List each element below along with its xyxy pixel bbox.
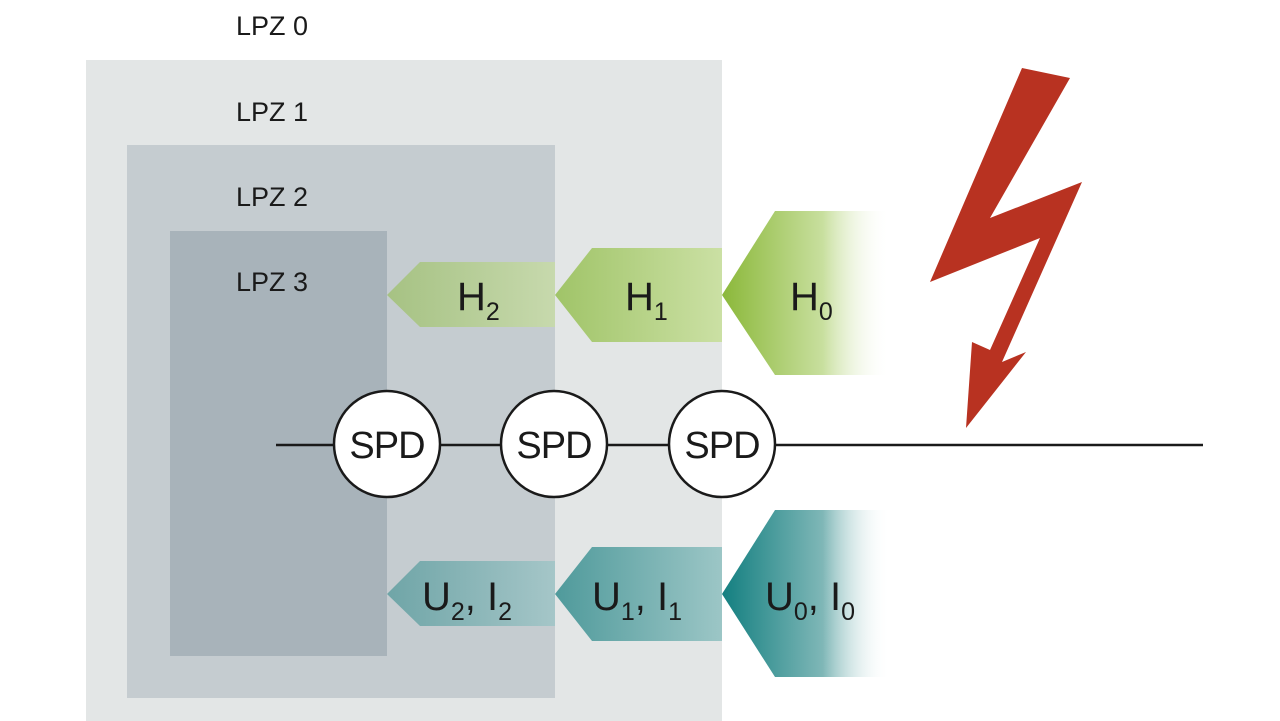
field-label-h2: H2 xyxy=(457,275,500,326)
surge-label-1: U1, I1 xyxy=(592,575,682,626)
zone-label-lpz2: LPZ 2 xyxy=(236,182,308,212)
zone-label-lpz1: LPZ 1 xyxy=(236,97,308,127)
field-arrow-h1 xyxy=(555,248,722,342)
field-label-h1: H1 xyxy=(625,275,668,326)
spd-3: SPD xyxy=(667,389,777,499)
spd-label: SPD xyxy=(516,425,591,467)
surge-arrow-0 xyxy=(722,510,890,677)
spd-2: SPD xyxy=(499,389,609,499)
surge-arrow-2 xyxy=(387,561,555,626)
spd-label: SPD xyxy=(349,425,424,467)
spd-1: SPD xyxy=(332,389,442,499)
zone-label-lpz0: LPZ 0 xyxy=(236,11,308,41)
zone-label-lpz3: LPZ 3 xyxy=(236,267,308,297)
spd-label: SPD xyxy=(684,425,759,467)
surge-arrow-1 xyxy=(555,547,722,641)
field-arrow-h0 xyxy=(722,211,890,375)
lightning-bolt-icon xyxy=(930,68,1082,428)
surge-label-0: U0, I0 xyxy=(765,575,855,626)
field-arrow-h2 xyxy=(387,262,555,327)
field-label-h0: H0 xyxy=(790,275,833,326)
surge-label-2: U2, I2 xyxy=(422,575,512,626)
